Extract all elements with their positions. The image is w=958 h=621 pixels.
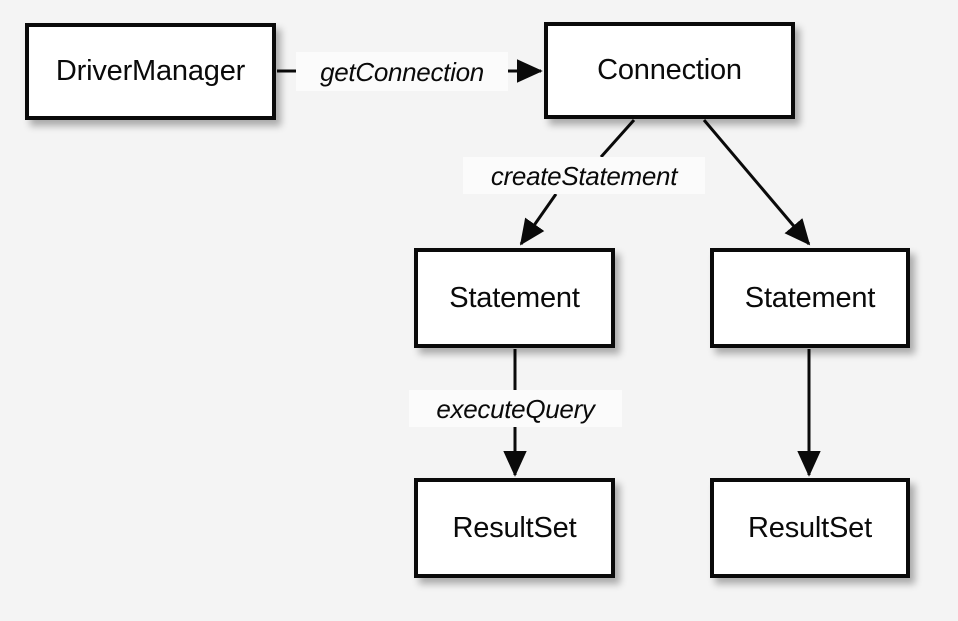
node-label-statement-right: Statement — [744, 281, 876, 314]
node-driver-manager[interactable]: DriverManager — [25, 23, 276, 120]
edge-line-create-statement-2 — [702, 119, 811, 246]
edge-label-text-execute-query: executeQuery — [436, 393, 595, 424]
node-statement-left[interactable]: Statement — [414, 248, 615, 348]
node-label-driver-manager: DriverManager — [55, 55, 246, 87]
node-statement-right[interactable]: Statement — [710, 248, 910, 348]
edge-label-get-connection: getConnection — [296, 52, 508, 91]
node-resultset-left[interactable]: ResultSet — [414, 478, 615, 578]
edge-line-create-statement-lower — [519, 193, 558, 246]
node-label-resultset-right: ResultSet — [748, 511, 872, 544]
node-connection[interactable]: Connection — [544, 22, 795, 119]
edge-label-text-create-statement: createStatement — [490, 160, 678, 191]
edge-label-text-get-connection: getConnection — [320, 56, 484, 87]
edge-line-create-statement-upper — [599, 119, 636, 158]
node-label-connection: Connection — [597, 54, 742, 86]
edge-label-execute-query: executeQuery — [409, 390, 622, 427]
edge-label-create-statement: createStatement — [463, 157, 705, 194]
node-label-resultset-left: ResultSet — [452, 511, 577, 544]
node-label-statement-left: Statement — [449, 281, 580, 314]
node-resultset-right[interactable]: ResultSet — [710, 478, 910, 578]
